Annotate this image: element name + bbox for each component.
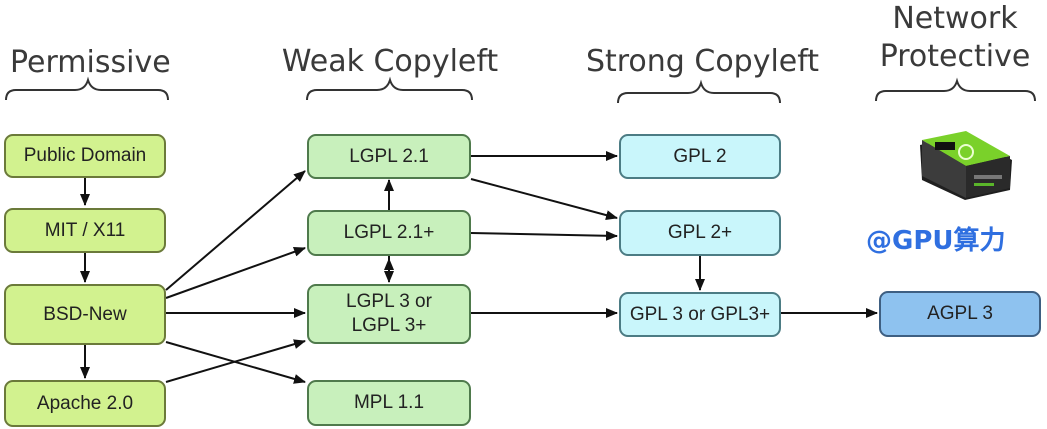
box-apache-2: Apache 2.0	[4, 380, 166, 427]
box-mit-x11: MIT / X11	[4, 208, 166, 253]
category-permissive: Permissive	[10, 45, 171, 80]
label-mpl-1-1: MPL 1.1	[353, 392, 425, 413]
arrow-apache-lgpl3	[165, 339, 306, 383]
box-mpl-1-1: MPL 1.1	[307, 380, 471, 426]
brace-network	[875, 77, 1036, 102]
watermark-text: @GPU算力	[866, 226, 1006, 256]
label-agpl-3: AGPL 3	[927, 303, 993, 324]
label-apache-2: Apache 2.0	[36, 392, 134, 414]
brace-strong	[617, 79, 781, 104]
arrow-lgpl21plus-gpl2plus	[470, 230, 618, 241]
label-lgpl-2-1: LGPL 2.1	[349, 145, 429, 167]
category-network-protective: Network Protective	[879, 1, 1031, 74]
category-strong-copyleft: Strong Copyleft	[585, 44, 820, 79]
label-gpl-2-plus: GPL 2+	[667, 222, 733, 243]
arrow-lgpl21-gpl2plus	[470, 178, 618, 220]
box-lgpl-2-1: LGPL 2.1	[307, 134, 471, 179]
box-gpl-2: GPL 2	[619, 134, 781, 179]
box-agpl-3: AGPL 3	[879, 291, 1041, 337]
label-gpl-3: GPL 3 or GPL3+	[629, 303, 771, 325]
label-gpl-2: GPL 2	[673, 145, 727, 167]
brace-permissive	[5, 76, 169, 101]
label-lgpl-3: LGPL 3 or LGPL 3+	[346, 291, 432, 336]
box-gpl-3: GPL 3 or GPL3+	[619, 292, 781, 337]
label-bsd-new: BSD-New	[43, 303, 127, 325]
box-lgpl-2-1-plus: LGPL 2.1+	[307, 210, 471, 256]
brace-weak	[306, 76, 473, 101]
box-gpl-2-plus: GPL 2+	[619, 210, 781, 256]
label-public-domain: Public Domain	[23, 145, 147, 166]
box-bsd-new: BSD-New	[4, 284, 166, 345]
label-lgpl-2-1-plus: LGPL 2.1+	[343, 222, 435, 243]
box-public-domain: Public Domain	[4, 134, 166, 178]
gpu-device-icon	[920, 131, 1012, 200]
arrow-bsd-lgpl21plus	[165, 247, 306, 299]
label-mit-x11: MIT / X11	[44, 219, 126, 241]
box-lgpl-3: LGPL 3 or LGPL 3+	[307, 284, 471, 344]
category-weak-copyleft: Weak Copyleft	[281, 44, 499, 79]
arrow-bsd-lgpl21	[165, 170, 306, 291]
